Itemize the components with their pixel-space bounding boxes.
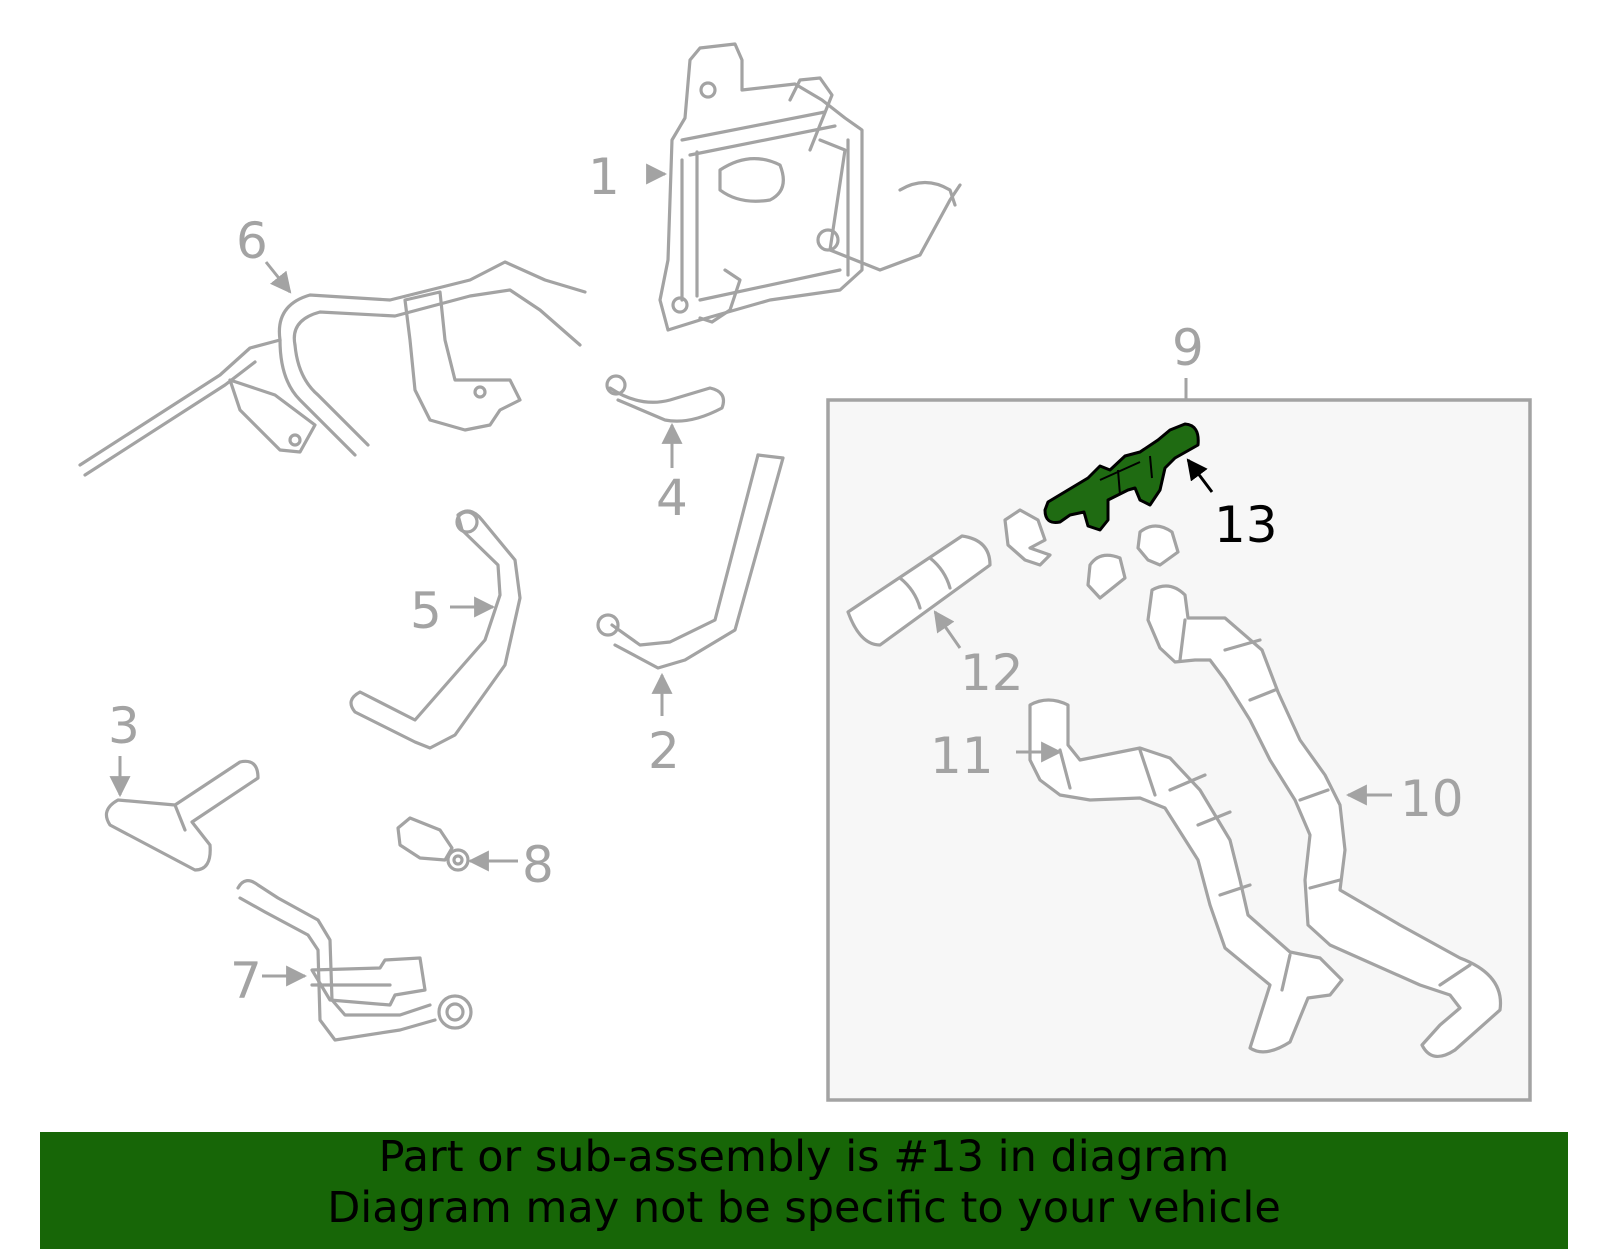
hose-clamps bbox=[1003, 508, 1180, 600]
part-12-sleeve bbox=[846, 534, 992, 647]
part-13-connector bbox=[1043, 422, 1200, 532]
part-1-oil-cooler bbox=[658, 42, 962, 332]
callout-6: 6 bbox=[236, 212, 268, 270]
callout-11: 11 bbox=[930, 727, 994, 785]
part-3-hose bbox=[104, 759, 260, 872]
callout-3: 3 bbox=[108, 697, 140, 755]
banner-line-2: Diagram may not be specific to your vehi… bbox=[327, 1183, 1281, 1233]
callout-1: 1 bbox=[588, 148, 620, 206]
part-8-fitting bbox=[396, 816, 470, 872]
callout-12: 12 bbox=[960, 644, 1024, 702]
callout-7: 7 bbox=[230, 952, 262, 1010]
part-10-hose bbox=[1146, 584, 1503, 1058]
callout-13: 13 bbox=[1214, 496, 1278, 554]
callout-2: 2 bbox=[648, 722, 680, 780]
callout-9: 9 bbox=[1172, 319, 1204, 377]
parts-diagram: 1 6 4 2 5 3 bbox=[78, 42, 1532, 1102]
callout-10: 10 bbox=[1400, 770, 1464, 828]
part-7-pipe-bracket bbox=[236, 879, 473, 1042]
part-6-pipe-assembly bbox=[78, 260, 587, 477]
part-11-hose bbox=[1028, 698, 1344, 1054]
info-banner: Part or sub-assembly is #13 in diagram D… bbox=[40, 1132, 1568, 1249]
part-5-hose bbox=[349, 509, 522, 750]
part-2-hose bbox=[596, 453, 785, 670]
callout-4: 4 bbox=[656, 469, 688, 527]
callout-8: 8 bbox=[522, 836, 554, 894]
callout-5: 5 bbox=[410, 582, 442, 640]
banner-line-1: Part or sub-assembly is #13 in diagram bbox=[378, 1132, 1230, 1182]
part-4-hose bbox=[605, 374, 726, 423]
